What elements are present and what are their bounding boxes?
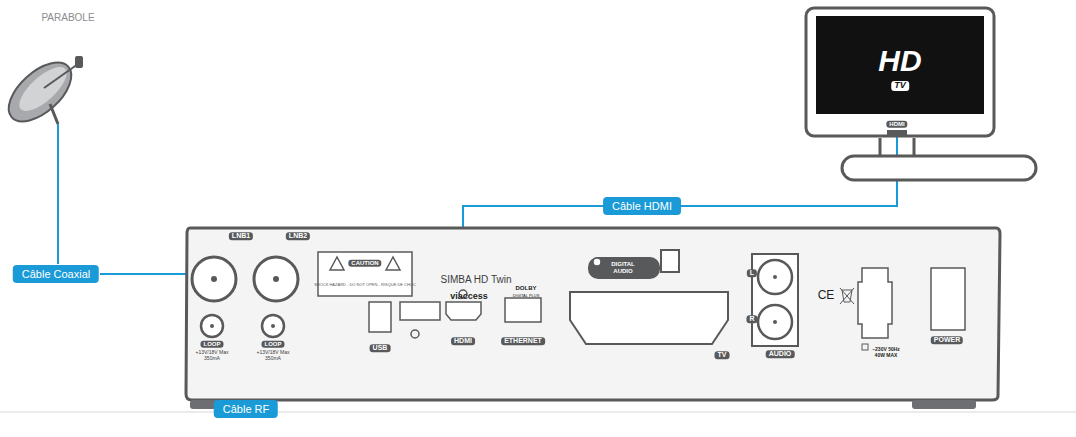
port-label: LOOP [200,341,223,348]
port-label: R [746,315,757,323]
port-label: HDMI [886,121,907,128]
panel-text: HD [878,44,921,77]
panel-text: viaccess [450,292,488,302]
port-label: POWER [931,336,963,344]
panel-text: DOLBY [516,285,537,292]
port-label: TV [891,81,909,91]
panel-text: SHOCK HAZARD - DO NOT OPEN - RISQUE DE C… [314,283,416,287]
port-label: CAUTION [348,260,381,267]
cable-callout: Câble HDMI [603,197,681,215]
port-label: ETHERNET [501,337,545,345]
port-label: LNB2 [286,232,310,240]
port-label: DIGITAL AUDIO [600,261,646,274]
panel-text: ~230V 50Hz 40W MAX [869,347,903,358]
cable-callout: Câble RF [214,400,278,418]
panel-text: DIGITAL PLUS [513,294,540,298]
panel-text: CE [818,289,835,302]
callout-text: Câble HDMI [612,200,672,212]
satellite-dish [0,52,83,133]
port-label: AUDIO [766,350,795,358]
callout-text: Câble RF [223,403,269,415]
receiver-back-panel [186,228,1000,409]
panel-text: +13V/18V Max 350mA [192,350,232,361]
port-label: LNB1 [229,232,253,240]
ground-line [0,412,1076,413]
port-label: TV [715,351,730,359]
port-label: LOOP [261,341,284,348]
port-label: USB [370,344,391,352]
callout-text: Câble Coaxial [22,268,90,280]
cable-callout: Câble Coaxial [13,265,99,283]
panel-text: PARABOLE [41,12,94,23]
port-label: HDMI [451,337,475,345]
panel-text: SIMBA HD Twin [441,274,512,285]
panel-text: +13V/18V Max 350mA [253,350,293,361]
port-label: L [747,269,757,277]
hd-tv [806,8,1036,180]
